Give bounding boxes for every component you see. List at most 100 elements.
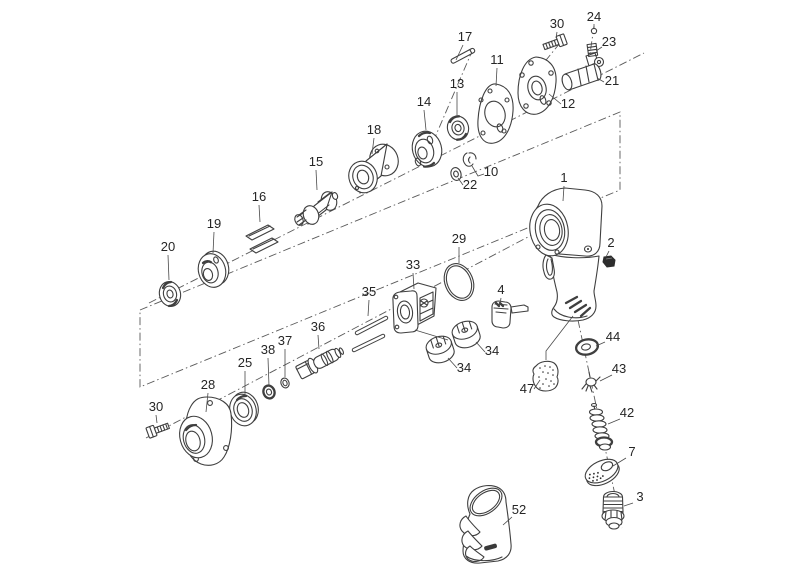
part-16-vanes <box>245 224 279 254</box>
callout-leader-18 <box>371 137 375 155</box>
part-36-anvil <box>295 347 345 380</box>
parts <box>145 27 625 564</box>
callout-label-21: 21 <box>605 73 619 88</box>
part-4-trigger <box>491 300 529 329</box>
part-19-front-plate <box>197 250 230 288</box>
callout-leader-34 <box>447 357 458 369</box>
callout-label-34: 34 <box>457 360 471 375</box>
aux-lines <box>414 315 574 360</box>
callout-leader-12 <box>548 93 562 105</box>
muffler-install-line <box>545 315 574 360</box>
part-15-rotor <box>294 191 339 226</box>
part-42-spring <box>588 402 614 451</box>
callout-label-22: 22 <box>463 177 477 192</box>
part-24-ball <box>590 27 598 35</box>
callout-leader-7 <box>612 457 627 467</box>
callout-leader-21 <box>596 77 605 83</box>
callout-leader-36 <box>317 334 320 350</box>
part-23-spring <box>586 42 599 58</box>
callout-label-35: 35 <box>362 284 376 299</box>
part-17-pin <box>450 47 476 64</box>
part-11-gasket-plate <box>477 83 514 144</box>
callout-leader-4 <box>499 297 502 305</box>
callout-label-36: 36 <box>311 319 325 334</box>
part-44-seal-ring <box>574 338 600 356</box>
callout-label-44: 44 <box>606 329 620 344</box>
callout-label-2: 2 <box>607 235 614 250</box>
part-14-rear-plate <box>411 130 443 168</box>
callout-leader-30 <box>155 414 158 424</box>
part-10-retainer-clip <box>462 152 477 167</box>
part-13-bearing <box>446 115 470 141</box>
part-12-back-plate <box>517 56 557 115</box>
part-30-bolt-bottom <box>145 422 170 439</box>
callout-leader-34 <box>475 341 486 353</box>
callout-label-10: 10 <box>484 164 498 179</box>
callout-label-15: 15 <box>309 154 323 169</box>
callout-leader-43 <box>599 374 613 382</box>
part-3-inlet-bushing <box>601 490 625 530</box>
callout-label-42: 42 <box>620 405 634 420</box>
part-35-pins <box>351 315 389 353</box>
callout-label-1: 1 <box>560 170 567 185</box>
part-2-plug <box>602 255 616 268</box>
callout-label-37: 37 <box>278 333 292 348</box>
callout-label-12: 12 <box>561 96 575 111</box>
callout-label-18: 18 <box>367 122 381 137</box>
callout-label-34: 34 <box>485 343 499 358</box>
deflector-holes <box>588 471 604 482</box>
callout-leader-42 <box>607 418 621 425</box>
bolt-axis <box>537 42 561 71</box>
cage-hammer-line <box>414 329 449 341</box>
callout-label-13: 13 <box>450 76 464 91</box>
callout-label-33: 33 <box>406 257 420 272</box>
callout-leader-10 <box>471 165 485 177</box>
part-28-front-cover <box>179 396 233 466</box>
callout-leader-23 <box>595 46 603 52</box>
callout-leader-35 <box>367 299 370 317</box>
pin-axis <box>423 48 474 164</box>
part-38-ring <box>262 384 276 400</box>
part-25-bushing <box>229 391 259 427</box>
callout-leader-15 <box>315 169 318 191</box>
part-20-bearing <box>158 280 182 308</box>
part-37-ring <box>280 377 290 389</box>
callout-label-24: 24 <box>587 9 601 24</box>
callout-label-19: 19 <box>207 216 221 231</box>
callout-leader-38 <box>267 357 270 387</box>
part-22-washer <box>450 167 462 181</box>
callout-leader-17 <box>455 44 464 61</box>
callout-leader-47 <box>533 379 541 390</box>
muffler-stipple <box>538 365 555 389</box>
callout-label-3: 3 <box>636 489 643 504</box>
callout-label-29: 29 <box>452 231 466 246</box>
callout-label-7: 7 <box>628 444 635 459</box>
callout-label-25: 25 <box>238 355 252 370</box>
callout-leader-20 <box>167 254 170 281</box>
part-47-muffler <box>532 360 559 392</box>
callout-label-11: 11 <box>490 52 504 67</box>
callout-label-38: 38 <box>261 342 275 357</box>
callout-leader-44 <box>595 341 606 347</box>
part-21-throttle-valve <box>561 52 605 91</box>
callout-label-47: 47 <box>520 381 534 396</box>
callout-leader-16 <box>258 204 261 223</box>
part-52-grip-boot <box>459 485 512 564</box>
part-30-bolt-top <box>542 33 568 51</box>
callout-label-14: 14 <box>417 94 431 109</box>
callout-leader-33 <box>412 272 415 290</box>
callout-label-43: 43 <box>612 361 626 376</box>
callout-leader-2 <box>605 250 610 258</box>
part-7-deflector <box>584 458 620 487</box>
part-1-main-housing <box>529 187 603 322</box>
callout-label-30: 30 <box>550 16 564 31</box>
callout-leader-30 <box>555 31 558 39</box>
brand-mark <box>484 543 497 551</box>
callout-label-17: 17 <box>458 29 472 44</box>
callout-leader-52 <box>502 516 513 526</box>
part-43-valve <box>581 371 601 393</box>
callout-leader-11 <box>495 67 498 87</box>
